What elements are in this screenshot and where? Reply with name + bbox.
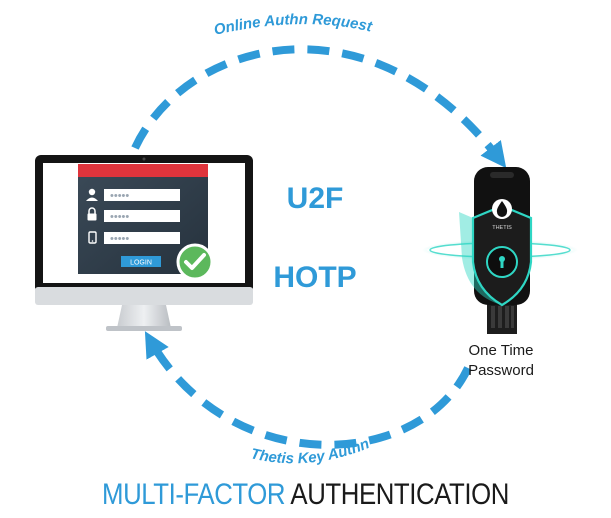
footer-authentication: AUTHENTICATION <box>290 478 509 511</box>
online-authn-request-label: Online Authn Request <box>212 11 374 39</box>
phone-icon <box>88 231 97 244</box>
footer-title: MULTI-FACTOR AUTHENTICATION <box>43 478 568 512</box>
footer-multi-factor: MULTI-FACTOR <box>102 478 286 511</box>
lock-icon <box>87 207 97 221</box>
thetis-security-key: THETIS <box>419 167 581 334</box>
login-button-label: LOGIN <box>130 260 152 267</box>
monitor-base <box>106 326 182 331</box>
otp-caption-line2: Password <box>468 362 534 379</box>
u2f-label: U2F <box>287 182 344 215</box>
login-header-bar <box>78 164 208 177</box>
thetis-key-authn-arrow <box>144 331 472 449</box>
camera-dot <box>142 157 146 161</box>
touch-button <box>486 246 518 278</box>
keyring-slot <box>490 172 514 178</box>
monitor-stand <box>117 305 171 328</box>
otp-field[interactable] <box>104 232 180 244</box>
login-window: ••••• ••••• ••••• <box>78 164 208 274</box>
password-mask: ••••• <box>110 211 129 223</box>
otp-mask: ••••• <box>110 233 129 245</box>
monitor-chin <box>35 287 253 305</box>
password-row: ••••• <box>87 207 180 223</box>
password-field[interactable] <box>104 210 180 222</box>
monitor: ••••• ••••• ••••• <box>35 155 253 331</box>
username-mask: ••••• <box>110 190 129 202</box>
hotp-label: HOTP <box>273 261 356 294</box>
otp-caption-line1: One Time <box>468 342 533 359</box>
thetis-key-authn-label: Thetis Key Authn <box>249 435 372 467</box>
username-field[interactable] <box>104 189 180 201</box>
otp-row: ••••• <box>88 231 180 245</box>
success-check-icon <box>176 243 214 281</box>
key-brand: THETIS <box>492 225 512 231</box>
drop-logo-icon <box>492 199 512 219</box>
user-icon <box>86 188 98 201</box>
username-row: ••••• <box>86 188 180 202</box>
login-button[interactable]: LOGIN <box>121 256 161 267</box>
online-authn-arrow <box>131 45 507 169</box>
